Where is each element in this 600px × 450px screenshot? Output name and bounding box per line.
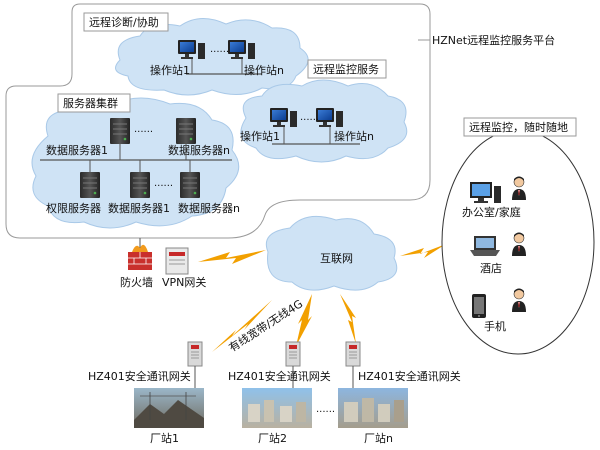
laptop-icon	[470, 236, 500, 256]
data-server-nb-label: 数据服务器n	[178, 201, 240, 215]
lightning-site-1	[212, 300, 272, 352]
remote-diag-title: 远程诊断/协助	[89, 15, 159, 29]
site-n-gateway-label: HZ401安全通讯网关	[358, 369, 461, 383]
firewall-icon	[128, 244, 152, 270]
remote-device-office: 办公室/家庭	[462, 205, 521, 219]
office-pc-icon	[470, 182, 501, 203]
auth-server-icon	[79, 171, 101, 199]
platform-title: HZNet远程监控服务平台	[432, 33, 555, 47]
monitor-ellipsis: ......	[300, 112, 319, 123]
site-2-gateway-icon	[285, 341, 301, 367]
data-server-1-label: 数据服务器1	[46, 143, 108, 157]
remote-device-mobile: 手机	[484, 319, 506, 333]
site-2-gateway-label: HZ401安全通讯网关	[228, 369, 331, 383]
data-server-n-icon	[175, 117, 197, 145]
site-1-gateway-label: HZ401安全通讯网关	[88, 369, 191, 383]
server-cluster-title: 服务器集群	[63, 96, 118, 110]
firewall-label: 防火墙	[120, 275, 153, 289]
remote-access-title: 远程监控，随时随地	[469, 120, 568, 134]
data-server-nb-icon	[179, 171, 201, 199]
diag-ellipsis: ......	[210, 44, 229, 55]
site-n-photo	[338, 388, 408, 428]
server-cluster-label-box	[57, 93, 131, 113]
data-server-1b-label: 数据服务器1	[108, 201, 170, 215]
remote-device-hotel: 酒店	[480, 261, 502, 275]
vpn-gateway-icon	[165, 247, 189, 275]
lightning-vpn-internet	[198, 250, 266, 264]
cluster-ellipsis-bottom: ......	[154, 178, 173, 189]
lightning-site-n	[340, 294, 356, 344]
site-2-photo	[242, 388, 312, 428]
lightning-site-2	[296, 294, 312, 346]
site-2-label: 厂站2	[258, 431, 287, 445]
data-server-n-label: 数据服务器n	[168, 143, 230, 157]
remote-monitor-label-box	[307, 59, 387, 79]
diag-station-n-label: 操作站n	[244, 63, 284, 77]
remote-diag-label-box	[83, 12, 169, 32]
internet-cloud	[265, 215, 398, 291]
diag-station-1-label: 操作站1	[150, 63, 190, 77]
auth-server-label: 权限服务器	[46, 202, 101, 215]
vpn-gateway-label: VPN网关	[162, 275, 206, 289]
cluster-ellipsis-top: ......	[134, 124, 153, 135]
mobile-phone-icon	[472, 294, 486, 318]
remote-access-label-box	[463, 117, 577, 137]
site-1-label: 厂站1	[150, 431, 179, 445]
monitor-station-n-label: 操作站n	[334, 129, 374, 143]
lightning-internet-remote	[400, 244, 446, 258]
monitor-station-1-label: 操作站1	[240, 129, 280, 143]
site-n-label: 厂站n	[364, 431, 393, 445]
site-1-gateway-icon	[187, 341, 203, 367]
remote-monitor-title: 远程监控服务	[313, 62, 379, 76]
site-n-gateway-icon	[345, 341, 361, 367]
site-1-photo	[134, 388, 204, 428]
data-server-1-icon	[109, 117, 131, 145]
site-ellipsis: ......	[316, 404, 335, 415]
data-server-1b-icon	[129, 171, 151, 199]
internet-label: 互联网	[320, 252, 353, 265]
